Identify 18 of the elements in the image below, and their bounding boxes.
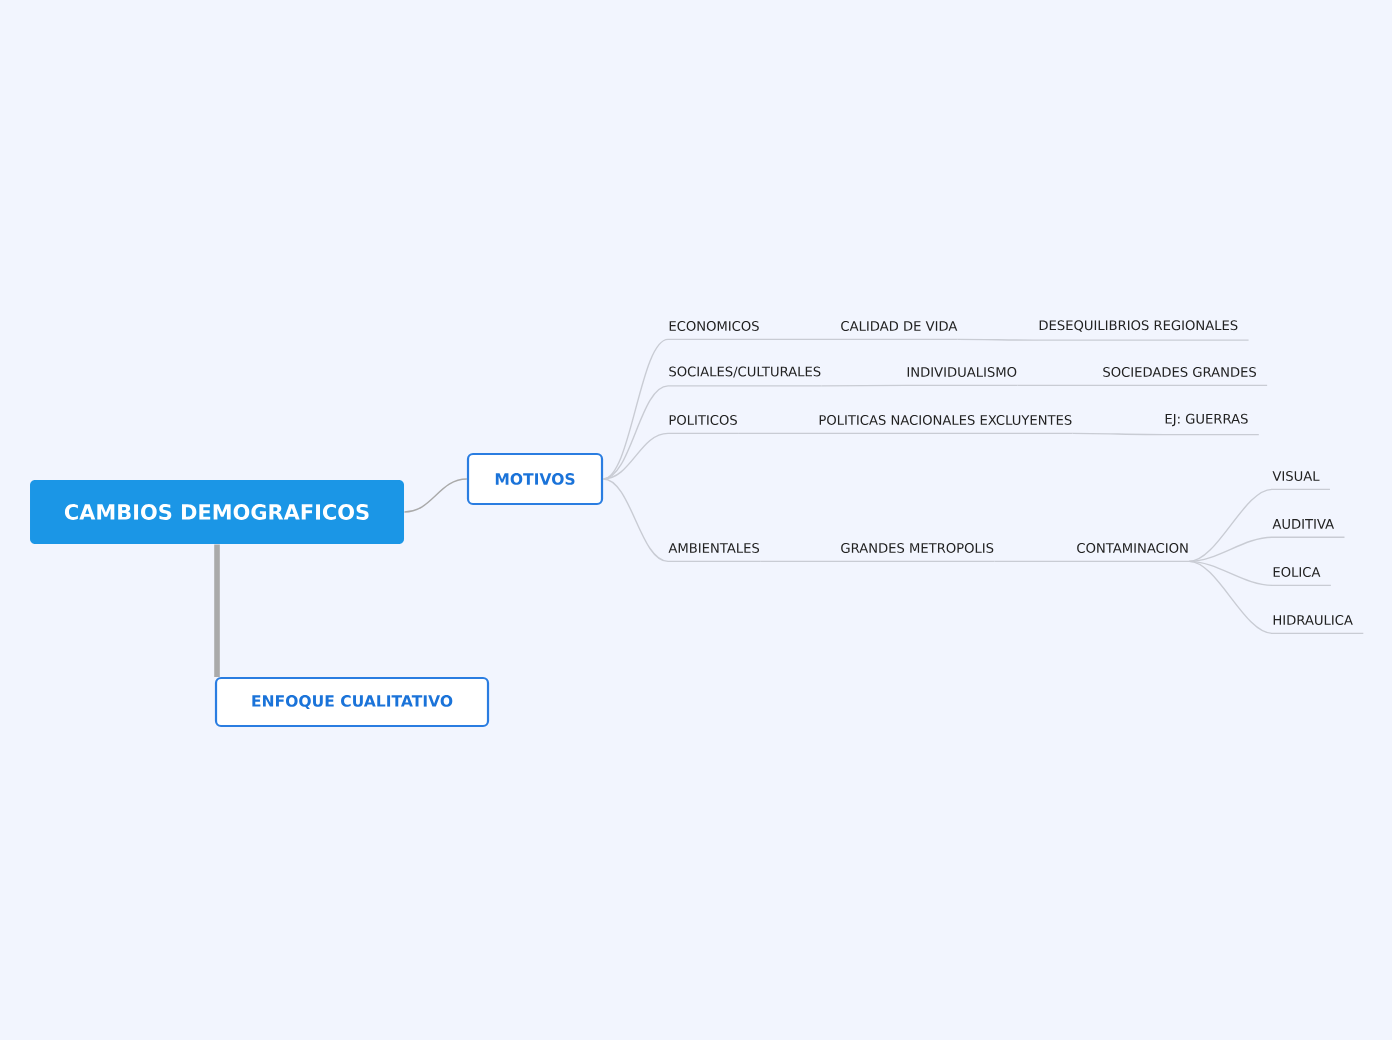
connector-line bbox=[1071, 432, 1165, 436]
connector-line bbox=[1188, 488, 1273, 563]
connector-line bbox=[214, 544, 220, 677]
connector-line bbox=[602, 478, 669, 563]
connector-line bbox=[993, 560, 1077, 563]
connector-line bbox=[602, 385, 669, 480]
connector-line bbox=[1188, 536, 1273, 563]
connector-line bbox=[957, 338, 1039, 341]
connector-line bbox=[1016, 384, 1103, 387]
topic-box: CAMBIOS DEMOGRAFICOS bbox=[30, 480, 404, 544]
connector-line bbox=[737, 432, 819, 435]
connector-line bbox=[820, 384, 907, 387]
connector-line bbox=[602, 432, 669, 480]
connector-line bbox=[759, 338, 841, 341]
connector-line bbox=[759, 560, 841, 563]
connector-line bbox=[403, 478, 468, 513]
connector-line bbox=[602, 338, 669, 480]
connector-line bbox=[1188, 560, 1273, 635]
